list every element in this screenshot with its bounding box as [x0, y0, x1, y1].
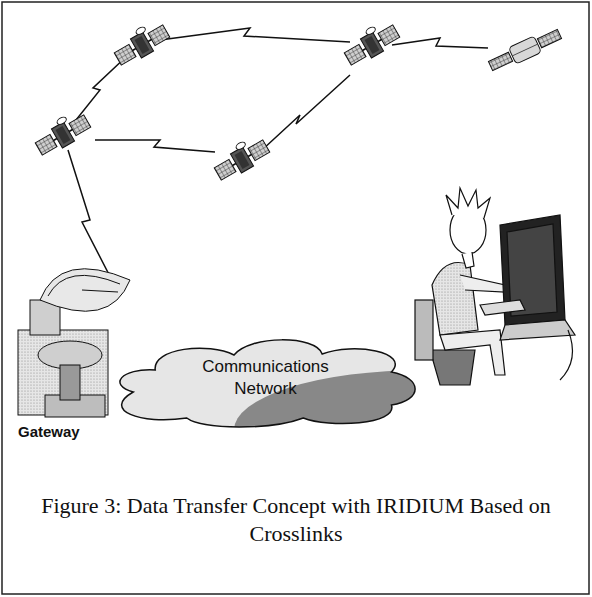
figure-caption: Figure 3: Data Transfer Concept with IRI… [22, 492, 570, 547]
gateway-label: Gateway [18, 423, 80, 440]
network-cloud: Communications Network [108, 330, 423, 430]
radio-links [68, 28, 488, 292]
user-at-computer [415, 188, 575, 385]
gateway-dish [18, 269, 130, 417]
satellites [31, 17, 402, 183]
node-text: Communications Network [191, 356, 341, 400]
side-satellite [487, 26, 563, 74]
